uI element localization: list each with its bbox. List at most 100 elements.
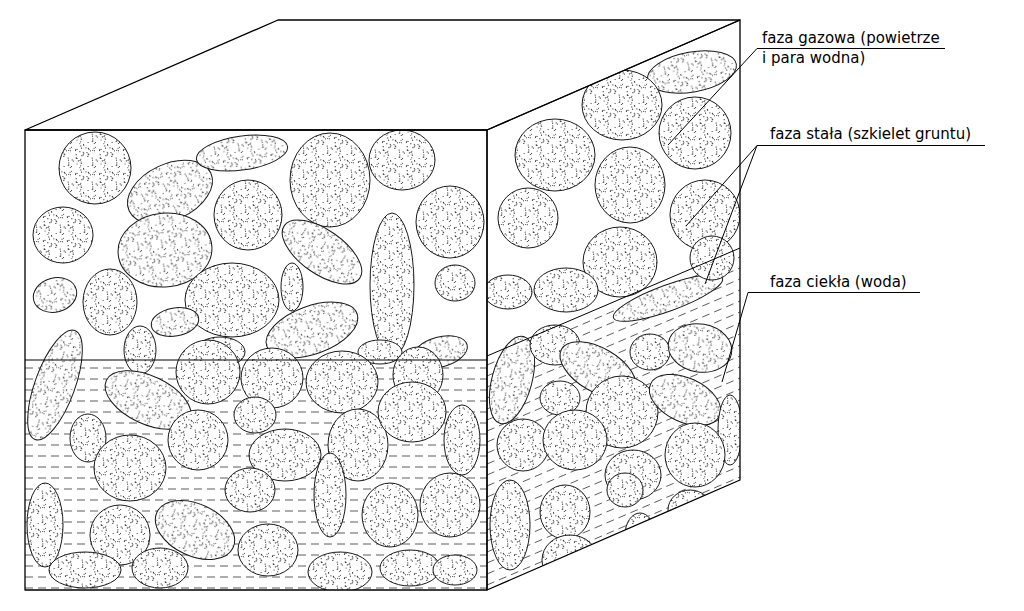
- grain-ground: [515, 119, 595, 191]
- soil-grain: [238, 524, 298, 576]
- soil-grain: [314, 453, 346, 537]
- grain-ground: [176, 340, 240, 404]
- soil-grain: [543, 410, 607, 470]
- label-underline: [757, 145, 985, 146]
- grain-ground: [124, 326, 156, 374]
- label-underline: [757, 48, 945, 49]
- grain-ground: [49, 552, 121, 588]
- soil-grain: [168, 410, 228, 470]
- soil-grain: [540, 485, 590, 539]
- grain-ground: [238, 524, 298, 576]
- soil-grain: [630, 334, 670, 370]
- soil-grain: [690, 236, 734, 280]
- grain-ground: [498, 188, 558, 248]
- grain-ground: [490, 480, 530, 570]
- phase-label: faza stała (szkielet gruntu): [770, 124, 971, 144]
- grain-ground: [370, 213, 414, 357]
- grain-ground: [194, 130, 290, 176]
- grain-ground: [362, 483, 418, 547]
- soil-grain: [369, 130, 435, 190]
- grain-ground: [540, 485, 590, 539]
- soil-grain: [176, 340, 240, 404]
- leader-line: [722, 293, 748, 383]
- phase-label: faza gazowa (powietrze i para wodna): [762, 28, 944, 68]
- soil-grain: [665, 423, 725, 487]
- soil-grain: [582, 70, 662, 140]
- soil-grain: [534, 268, 598, 312]
- leader-line: [705, 146, 757, 285]
- soil-grain: [542, 535, 598, 585]
- hatch-line: [487, 565, 740, 611]
- grain-ground: [595, 147, 665, 223]
- grain-ground: [27, 483, 63, 567]
- soil-grain: [490, 480, 530, 570]
- grain-ground: [290, 133, 370, 227]
- grain-ground: [668, 490, 712, 530]
- soil-grain: [49, 552, 121, 588]
- soil-grain: [225, 468, 275, 512]
- label-underline: [748, 292, 920, 293]
- cube-top-face: [25, 20, 740, 130]
- grain-ground: [168, 410, 228, 470]
- grain-ground: [690, 236, 734, 280]
- grain-ground: [380, 550, 440, 586]
- grain-ground: [378, 382, 446, 442]
- grain-ground: [132, 548, 188, 588]
- leader-line: [668, 49, 757, 146]
- grain-ground: [542, 535, 598, 585]
- grain-ground: [497, 419, 549, 471]
- soil-grain: [380, 550, 440, 586]
- soil-grain: [185, 263, 279, 337]
- grain-ground: [369, 130, 435, 190]
- soil-grain: [484, 275, 532, 309]
- soil-grain: [515, 119, 595, 191]
- soil-grain: [444, 405, 480, 475]
- soil-grain: [27, 483, 63, 567]
- soil-grain: [149, 304, 201, 340]
- grain-ground: [83, 269, 137, 335]
- grain-ground: [444, 405, 480, 475]
- grain-ground: [665, 423, 725, 487]
- soil-grain: [435, 265, 475, 301]
- grain-ground: [435, 265, 475, 301]
- grain-ground: [534, 268, 598, 312]
- soil-grain: [595, 147, 665, 223]
- soil-grain: [132, 548, 188, 588]
- soil-grain: [420, 473, 480, 537]
- soil-grain: [362, 483, 418, 547]
- grain-ground: [149, 304, 201, 340]
- cube-front-face: [25, 130, 487, 590]
- soil-grain: [659, 97, 731, 169]
- water-level: [25, 360, 487, 361]
- grain-ground: [543, 410, 607, 470]
- soil-grain: [234, 397, 276, 433]
- phase-label: faza ciekła (woda): [770, 272, 907, 292]
- soil-grain: [33, 207, 93, 263]
- grain-ground: [234, 397, 276, 433]
- soil-grain: [497, 419, 549, 471]
- grain-ground: [630, 334, 670, 370]
- soil-grain: [370, 213, 414, 357]
- hatch-line: [487, 587, 740, 611]
- grain-ground: [664, 319, 735, 377]
- grain-ground: [420, 473, 480, 537]
- grain-ground: [281, 263, 303, 311]
- soil-grain: [59, 132, 131, 204]
- soil-grain: [416, 186, 484, 258]
- grain-ground: [659, 97, 731, 169]
- hatch-line: [487, 576, 740, 611]
- soil-grain: [433, 555, 477, 585]
- grain-ground: [225, 468, 275, 512]
- soil-grain: [94, 435, 166, 501]
- soil-grain: [668, 490, 712, 530]
- soil-grain: [664, 319, 735, 377]
- grain-ground: [314, 453, 346, 537]
- soil-grain: [29, 273, 80, 317]
- soil-grain: [498, 188, 558, 248]
- soil-grain: [214, 180, 282, 250]
- grain-ground: [185, 263, 279, 337]
- soil-grain: [378, 382, 446, 442]
- water-level: [487, 248, 740, 356]
